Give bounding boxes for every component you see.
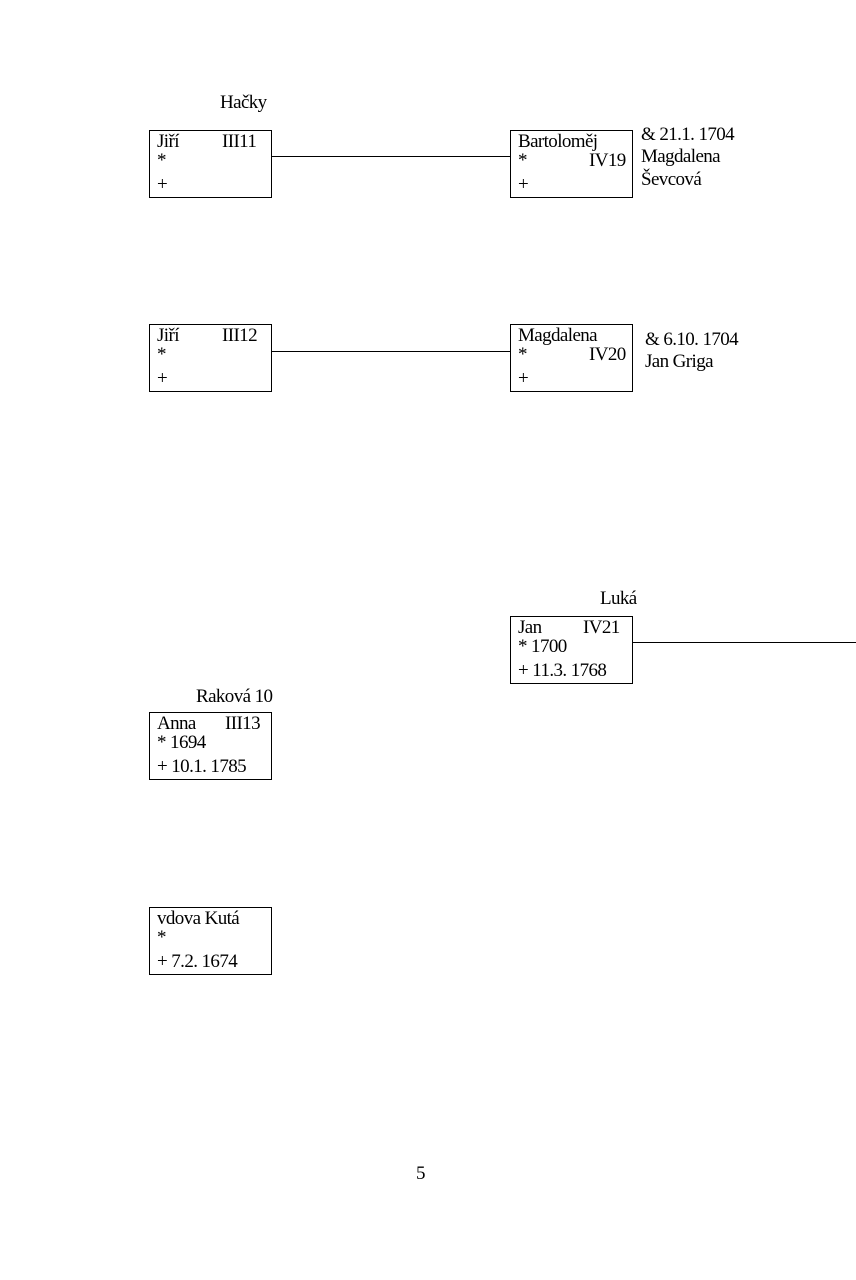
person-code: IV21 bbox=[583, 617, 620, 638]
spouse-name: Jan Griga bbox=[645, 351, 714, 372]
person-name: Magdalena bbox=[518, 325, 598, 346]
person-name: Jiří bbox=[157, 325, 179, 346]
person-birth: * bbox=[518, 344, 528, 365]
person-death: + bbox=[518, 174, 529, 195]
person-code: III13 bbox=[225, 713, 261, 734]
person-box-bartolomej-iv19: Bartoloměj * IV19 + bbox=[510, 130, 633, 198]
person-death: + 7.2. 1674 bbox=[157, 951, 238, 972]
person-birth: * bbox=[157, 150, 167, 171]
person-birth: * bbox=[518, 150, 528, 171]
person-death: + bbox=[157, 174, 168, 195]
marriage-date: & 21.1. 1704 bbox=[641, 124, 735, 145]
person-name: Jan bbox=[518, 617, 542, 638]
connector-line bbox=[272, 156, 512, 157]
person-code: III12 bbox=[222, 325, 258, 346]
person-name: Anna bbox=[157, 713, 196, 734]
person-code: IV20 bbox=[589, 344, 626, 365]
person-code: IV19 bbox=[589, 150, 626, 171]
place-label-hacky: Hačky bbox=[220, 92, 267, 113]
person-box-vdova-kuta: vdova Kutá * + 7.2. 1674 bbox=[149, 907, 272, 975]
person-box-jiri-iii11: Jiří III11 * + bbox=[149, 130, 272, 198]
person-death: + 11.3. 1768 bbox=[518, 660, 607, 681]
spouse-surname: Ševcová bbox=[641, 169, 702, 190]
person-birth: * bbox=[157, 344, 167, 365]
person-name: Bartoloměj bbox=[518, 131, 598, 152]
person-birth: * 1700 bbox=[518, 636, 567, 657]
person-box-anna-iii13: Anna III13 * 1694 + 10.1. 1785 bbox=[149, 712, 272, 780]
marriage-date: & 6.10. 1704 bbox=[645, 329, 739, 350]
connector-line bbox=[272, 351, 512, 352]
place-label-luka: Luká bbox=[600, 588, 637, 609]
place-label-rakova: Raková 10 bbox=[196, 686, 273, 707]
person-death: + bbox=[518, 368, 529, 389]
spouse-name: Magdalena bbox=[641, 146, 721, 167]
connector-line bbox=[632, 642, 856, 643]
person-birth: * 1694 bbox=[157, 732, 206, 753]
person-death: + 10.1. 1785 bbox=[157, 756, 247, 777]
person-box-jan-iv21: Jan IV21 * 1700 + 11.3. 1768 bbox=[510, 616, 633, 684]
person-code: III11 bbox=[222, 131, 257, 152]
person-name: Jiří bbox=[157, 131, 179, 152]
person-name: vdova Kutá bbox=[157, 908, 240, 929]
page-number: 5 bbox=[416, 1163, 426, 1184]
person-birth: * bbox=[157, 927, 167, 948]
person-box-magdalena-iv20: Magdalena * IV20 + bbox=[510, 324, 633, 392]
person-box-jiri-iii12: Jiří III12 * + bbox=[149, 324, 272, 392]
person-death: + bbox=[157, 368, 168, 389]
